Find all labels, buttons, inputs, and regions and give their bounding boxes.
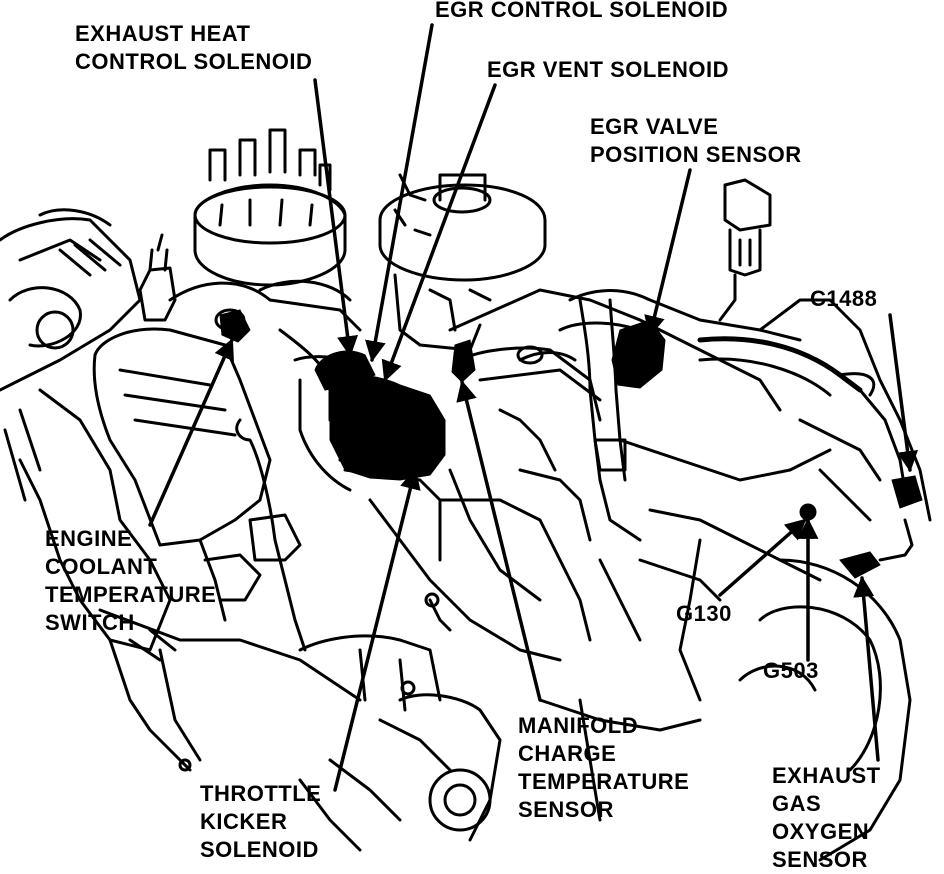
label-c1488: C1488 [810, 286, 878, 311]
c1488-connector-shape [891, 475, 923, 509]
label-exhaust-gas-oxygen-sensor: EXHAUST GAS OXYGEN SENSOR [772, 763, 881, 872]
label-g503: G503 [763, 658, 819, 683]
leader-g130 [718, 518, 807, 597]
leader-exhaust-heat [313, 78, 359, 358]
leader-exhaust-gas-oxygen [853, 575, 880, 762]
leader-egr-vent [381, 83, 497, 382]
leader-manifold-charge [456, 379, 542, 702]
label-g130: G130 [676, 601, 732, 626]
engine-illustration [0, 128, 932, 862]
label-egr-valve-position-sensor: EGR VALVE POSITION SENSOR [590, 114, 802, 167]
egr-valve-position-sensor-shape [611, 319, 666, 389]
manifold-charge-temperature-sensor-shape [451, 339, 476, 383]
exhaust-heat-control-solenoid-shape [219, 309, 251, 343]
label-exhaust-heat-control-solenoid: EXHAUST HEAT CONTROL SOLENOID [75, 21, 313, 74]
g130-ground-shape [799, 503, 817, 521]
leader-engine-coolant [148, 338, 234, 527]
component-shapes [219, 309, 923, 579]
label-egr-vent-solenoid: EGR VENT SOLENOID [487, 57, 729, 82]
leader-lines [148, 23, 918, 792]
label-manifold-charge-temperature-sensor: MANIFOLD CHARGE TEMPERATURE SENSOR [518, 713, 690, 822]
leader-egr-control [364, 23, 434, 363]
label-egr-control-solenoid: EGR CONTROL SOLENOID [435, 0, 729, 22]
throttle-kicker-solenoid-shape [329, 375, 446, 481]
exhaust-gas-oxygen-sensor-shape [839, 551, 881, 579]
leader-egr-valve-position [644, 168, 692, 338]
label-engine-coolant-temperature-switch: ENGINE COOLANT TEMPERATURE SWITCH [45, 526, 217, 635]
label-throttle-kicker-solenoid: THROTTLE KICKER SOLENOID [200, 781, 322, 862]
leader-throttle-kicker [333, 467, 421, 792]
leader-c1488 [888, 313, 918, 473]
